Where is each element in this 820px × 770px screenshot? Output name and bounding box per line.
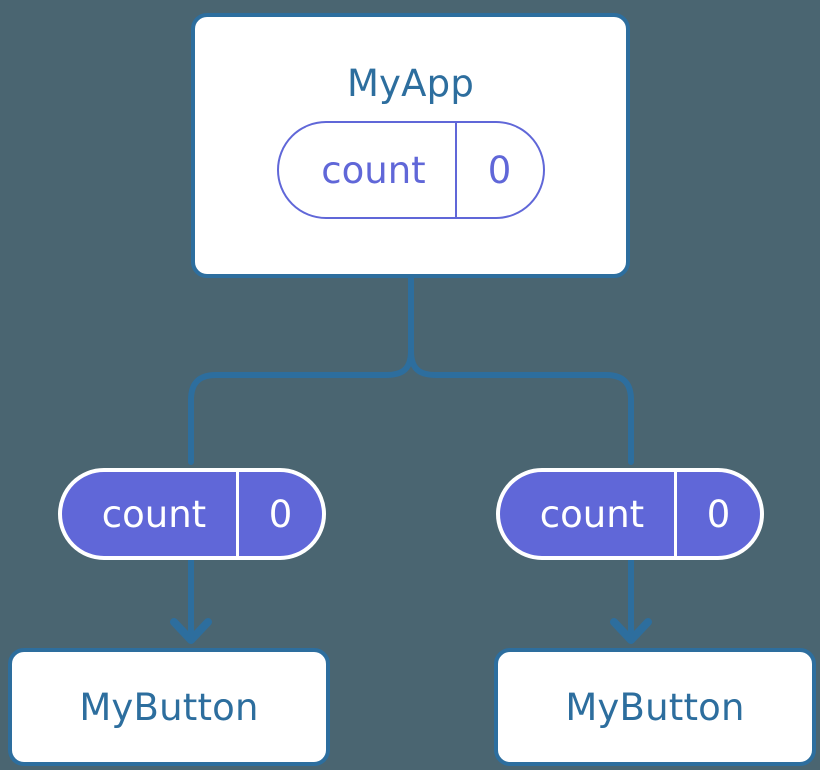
- state-value: 0: [454, 123, 543, 217]
- state-pill-branch-left[interactable]: count 0: [58, 468, 326, 560]
- component-title: MyButton: [79, 685, 259, 729]
- arrowhead-left: [170, 618, 212, 644]
- edge-fork-right: [408, 348, 634, 465]
- component-node-mybutton-right[interactable]: MyButton: [494, 648, 816, 766]
- component-title: MyApp: [346, 62, 475, 105]
- component-node-mybutton-left[interactable]: MyButton: [8, 648, 330, 766]
- state-pill-branch-right[interactable]: count 0: [496, 468, 764, 560]
- arrowhead-right: [610, 618, 652, 644]
- state-value: 0: [674, 472, 760, 556]
- component-node-myapp[interactable]: MyApp count 0: [191, 13, 630, 278]
- edge-fork-left: [188, 348, 414, 465]
- state-value: 0: [236, 472, 322, 556]
- state-pill-root[interactable]: count 0: [276, 121, 545, 219]
- state-key: count: [539, 492, 645, 536]
- component-title: MyButton: [565, 685, 745, 729]
- state-key: count: [101, 492, 207, 536]
- state-key: count: [321, 148, 426, 192]
